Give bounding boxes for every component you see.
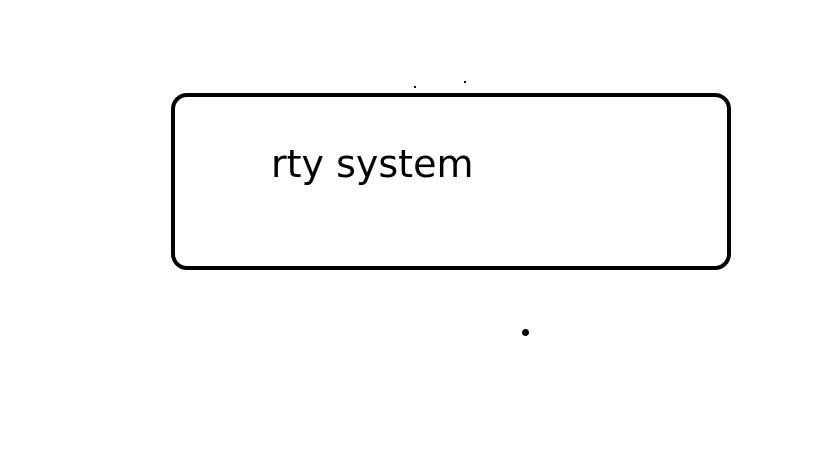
stray-mark [464, 81, 466, 83]
system-node-box: rty system [171, 93, 731, 270]
system-node-label: rty system [271, 142, 474, 186]
stray-mark [414, 86, 416, 88]
stray-dot [522, 329, 529, 336]
